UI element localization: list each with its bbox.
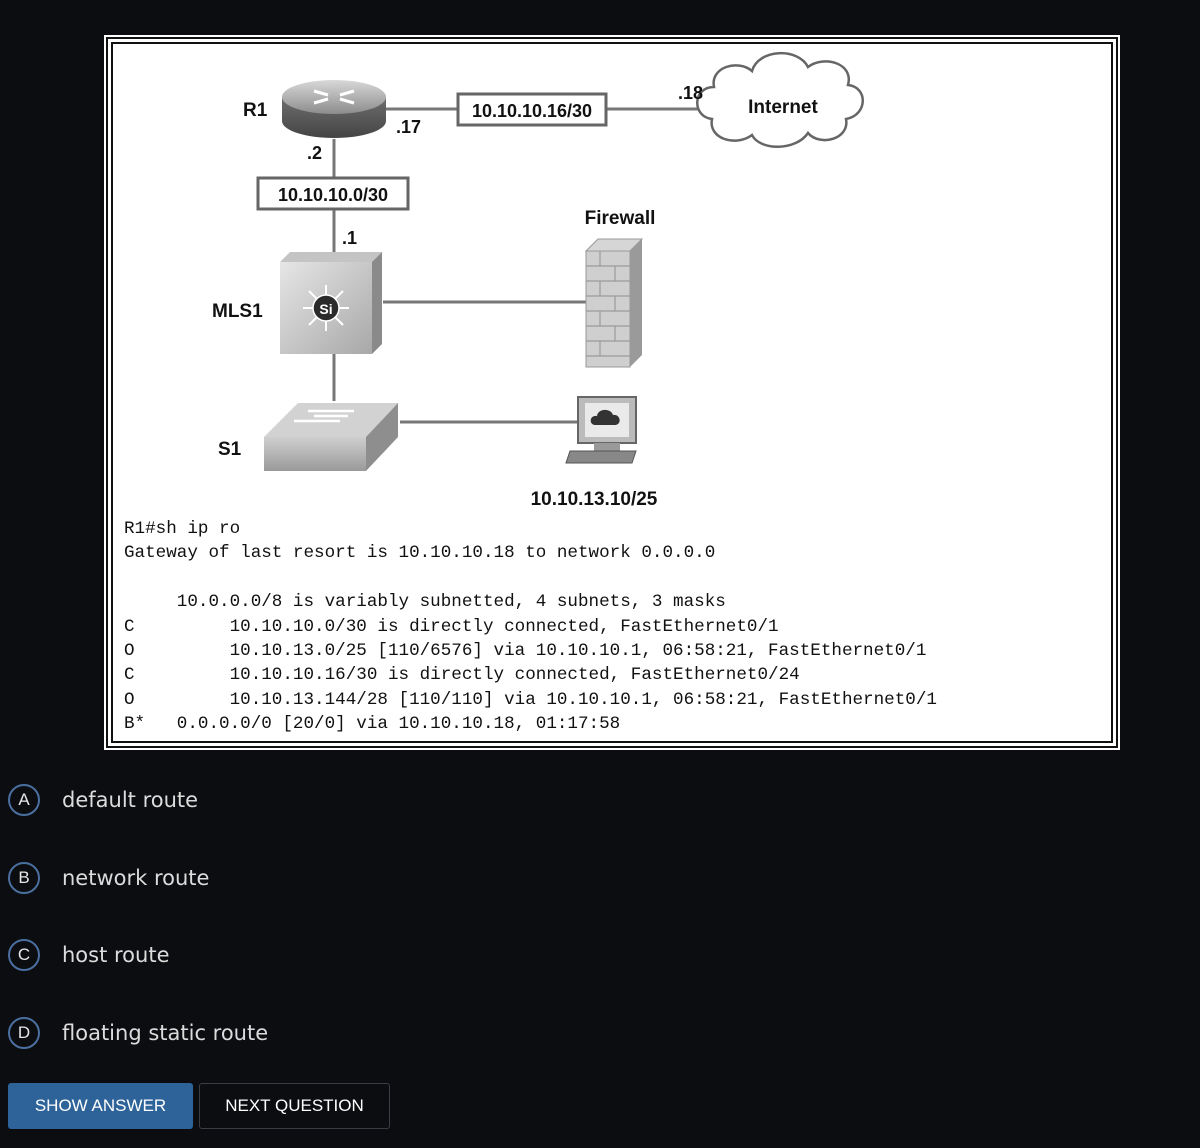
cloud-icon [696,52,864,148]
option-letter-badge: B [8,862,40,894]
cli-line: C 10.10.10.16/30 is directly connected, … [124,665,800,686]
cli-line: C 10.10.10.0/30 is directly connected, F… [124,616,779,637]
firewall-label: Firewall [585,208,656,229]
option-text: network route [62,866,210,890]
network-label-r1-mls1: 10.10.10.0/30 [278,185,388,205]
answer-option-d[interactable]: D floating static route [8,1015,268,1051]
mls1-label: MLS1 [212,301,263,322]
option-letter-badge: A [8,784,40,816]
answer-option-c[interactable]: C host route [8,937,170,973]
topology-diagram: R1 .2 .17 10.10.10.0/30 10.10.10.16/30 .… [212,52,864,510]
answer-option-b[interactable]: B network route [8,860,209,896]
routing-table-output: R1#sh ip ro Gateway of last resort is 10… [124,517,937,737]
pc-icon [565,396,637,464]
option-text: floating static route [62,1021,269,1045]
r1-down-interface-label: .2 [307,143,322,163]
switch-icon [264,403,398,471]
mls1-up-interface-label: .1 [342,228,357,248]
answer-option-a[interactable]: A default route [8,782,198,818]
cli-line: O 10.10.13.144/28 [110/110] via 10.10.10… [124,689,937,710]
network-box-r1-internet: 10.10.10.16/30 [456,92,608,127]
exhibit-frame [111,42,1113,743]
internet-label: Internet [748,97,818,118]
router-label: R1 [243,100,268,121]
network-label-r1-internet: 10.10.10.16/30 [472,101,592,121]
switch-badge-label: Si [319,301,332,317]
option-letter-badge: D [8,1017,40,1049]
network-exhibit: R1 .2 .17 10.10.10.0/30 10.10.10.16/30 .… [104,35,1120,750]
r1-right-interface-label: .17 [396,117,421,137]
multilayer-switch-icon: Si [280,252,382,354]
cli-line: O 10.10.13.0/25 [110/6576] via 10.10.10.… [124,641,927,662]
cli-line: Gateway of last resort is 10.10.10.18 to… [124,543,716,564]
next-question-button[interactable]: NEXT QUESTION [199,1083,390,1129]
network-box-r1-mls1: 10.10.10.0/30 [256,176,410,211]
firewall-icon [584,238,644,368]
router-icon [282,80,386,138]
host-network-label: 10.10.13.10/25 [531,489,658,510]
link-lines [332,107,700,424]
cli-line: 10.0.0.0/8 is variably subnetted, 4 subn… [124,592,726,613]
show-answer-button[interactable]: SHOW ANSWER [8,1083,193,1129]
s1-label: S1 [218,439,242,460]
internet-interface-label: .18 [678,83,703,103]
option-text: default route [62,788,199,812]
cli-line: R1#sh ip ro [124,519,241,539]
cli-line: B* 0.0.0.0/0 [20/0] via 10.10.10.18, 01:… [124,714,621,735]
option-text: host route [62,943,170,967]
option-letter-badge: C [8,939,40,971]
